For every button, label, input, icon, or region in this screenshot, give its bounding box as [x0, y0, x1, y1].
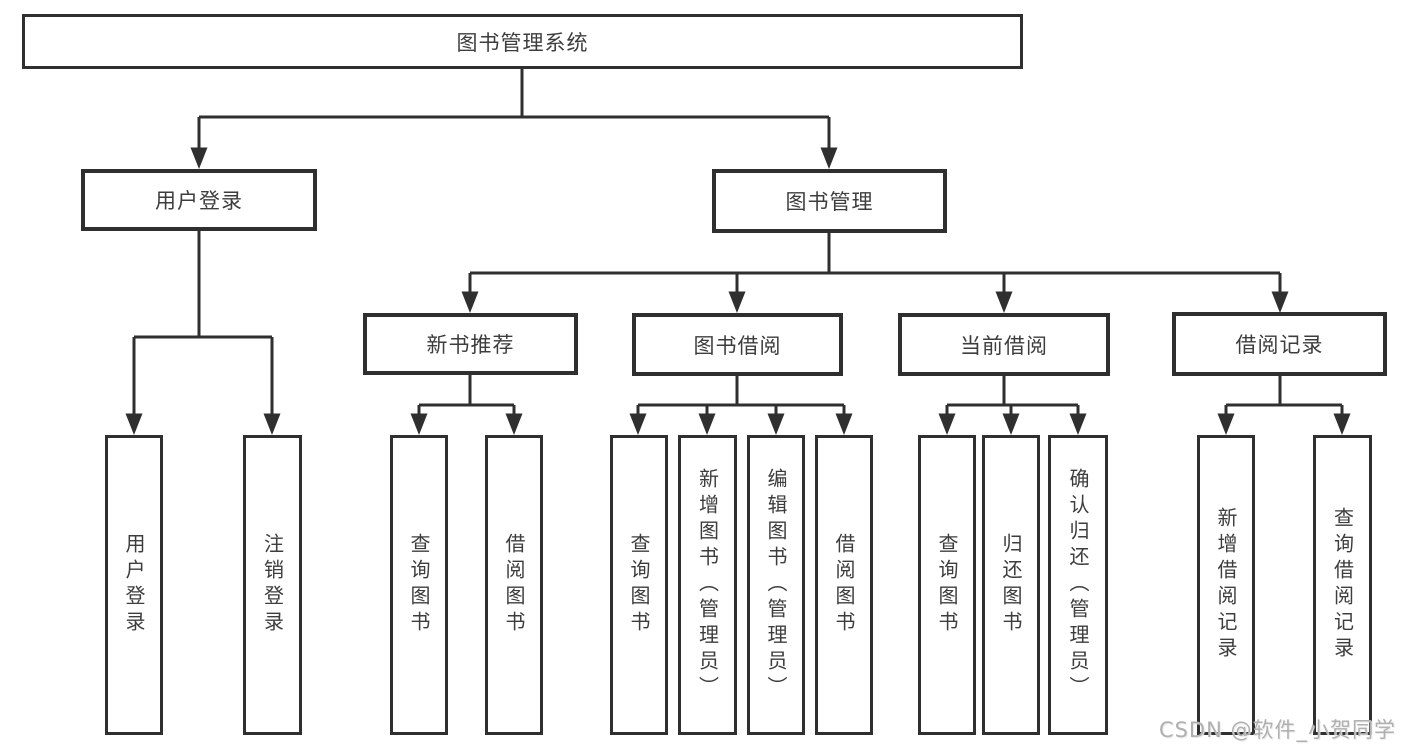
node-current-borrow: 当前借阅: [898, 313, 1110, 376]
node-user-login-leaf: 用户登录: [105, 435, 163, 735]
node-logout-leaf: 注销登录: [243, 435, 302, 735]
node-borrow-books-recommend: 借阅图书: [485, 435, 543, 735]
node-query-books-recommend: 查询图书: [390, 435, 448, 735]
node-borrow-records: 借阅记录: [1172, 312, 1387, 376]
node-root: 图书管理系统: [22, 14, 1023, 69]
node-return-books: 归还图书: [982, 435, 1040, 735]
node-confirm-return-admin: 确认归还（管理员）: [1048, 435, 1108, 735]
node-query-books-current: 查询图书: [918, 435, 976, 735]
node-book-management: 图书管理: [712, 169, 947, 233]
node-query-borrow-record: 查询借阅记录: [1313, 435, 1372, 735]
node-add-borrow-record: 新增借阅记录: [1197, 435, 1255, 735]
node-query-books-borrow: 查询图书: [610, 435, 668, 735]
node-book-borrow: 图书借阅: [632, 313, 843, 376]
node-new-book-recommend: 新书推荐: [363, 313, 578, 375]
csdn-watermark: CSDN @软件_小贺同学: [1158, 718, 1396, 742]
node-edit-book-admin: 编辑图书（管理员）: [747, 435, 805, 735]
node-add-book-admin: 新增图书（管理员）: [678, 435, 737, 735]
node-borrow-books-leaf: 借阅图书: [815, 435, 873, 735]
node-user-login: 用户登录: [81, 169, 317, 231]
